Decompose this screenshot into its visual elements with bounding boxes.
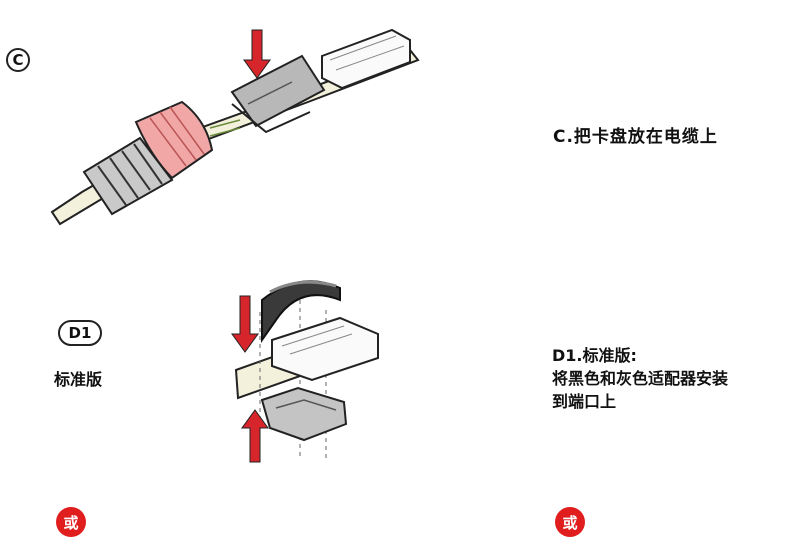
- step-d1-marker: D1: [58, 320, 102, 346]
- or-badge-left: 或: [56, 507, 86, 537]
- gray-adapter: [262, 388, 346, 440]
- step-d1-caption: D1.标准版: 将黑色和灰色适配器安装 到端口上: [552, 344, 728, 413]
- standard-version-label: 标准版: [54, 366, 102, 390]
- step-c-marker: C: [6, 48, 30, 72]
- or-badge-right: 或: [555, 507, 585, 537]
- arrow-down-d1: [232, 296, 258, 352]
- step-d1-caption-line: 到端口上: [552, 390, 728, 413]
- rj45-plug-d1: [272, 318, 378, 380]
- step-d1-caption-line: D1.标准版:: [552, 344, 728, 367]
- arrow-up-d1: [242, 410, 268, 462]
- step-c-caption: C.把卡盘放在电缆上: [553, 122, 718, 147]
- step-d1-caption-line: 将黑色和灰色适配器安装: [552, 367, 728, 390]
